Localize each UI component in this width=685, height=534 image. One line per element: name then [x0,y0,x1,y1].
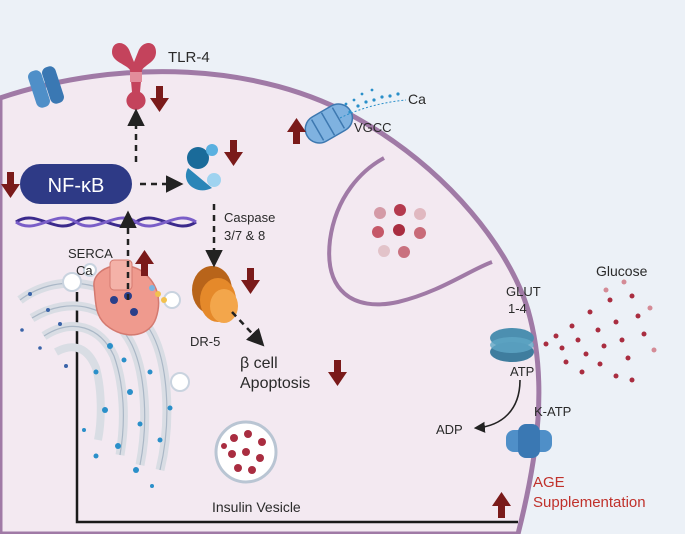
tlr4-receptor [112,43,156,110]
golgi-vesicles [62,263,190,392]
down-arrow-icon [150,86,169,112]
down-arrow-icon [224,140,243,166]
ikk-complex [185,144,221,191]
caspase-label-line1: Caspase [224,210,275,225]
glucose-dots [543,279,657,383]
glut-label-line1: GLUT [506,284,541,299]
vgcc-channel [304,103,354,144]
serca-label-line2: Ca [76,263,93,278]
glucose-label: Glucose [596,263,648,279]
vgcc-label: VGCC [354,120,392,135]
up-arrow-icon [492,492,511,518]
apoptosis-label: Apoptosis [240,375,310,392]
dashed-arrows [119,108,265,347]
down-arrow-icon [241,268,260,294]
age-label-line1: AGE [533,474,565,491]
katp-channel [506,424,552,458]
down-arrow-icon [1,172,20,198]
tlr4-label: TLR-4 [168,49,210,66]
serca-label-line1: SERCA [68,246,113,261]
caspase-label-line2: 3/7 & 8 [224,228,265,243]
ca-ion-dots [82,343,173,488]
dr5-receptor [192,266,238,323]
ca-influx-dots [344,88,400,114]
serca-pump [93,259,160,336]
down-arrow-icon [328,360,347,386]
vesicle-particles [372,204,426,258]
insulin-vesicle [214,420,278,484]
golgi-small-dots [20,292,68,368]
trend-arrows [1,86,511,518]
atp-molecule-icon [149,285,167,303]
golgi-er-outline [19,282,168,471]
dr5-label: DR-5 [190,334,220,349]
beta-cell-label: β cell [240,355,278,372]
arrow-dr5-to-apoptosis [231,311,265,347]
membrane-channel-left [28,66,64,108]
ca-top-label: Ca [408,91,426,107]
katp-label: K-ATP [534,404,571,419]
insulin-vesicle-label: Insulin Vesicle [212,499,301,515]
atp-to-adp-arrow [473,379,521,433]
glut-label-line2: 1-4 [508,301,527,316]
nfkb-complex: NF-κB [20,164,132,204]
nfkb-label: NF-κB [48,175,105,197]
atp-label: ATP [510,364,534,379]
glut-transporter [490,328,534,362]
adp-label: ADP [436,422,463,437]
dna-helix [15,216,197,228]
membrane-invagination [327,156,493,307]
age-effect-line [75,292,518,524]
up-arrow-icon [135,250,154,276]
up-arrow-icon [287,118,306,144]
age-label-line2: Supplementation [533,494,646,511]
